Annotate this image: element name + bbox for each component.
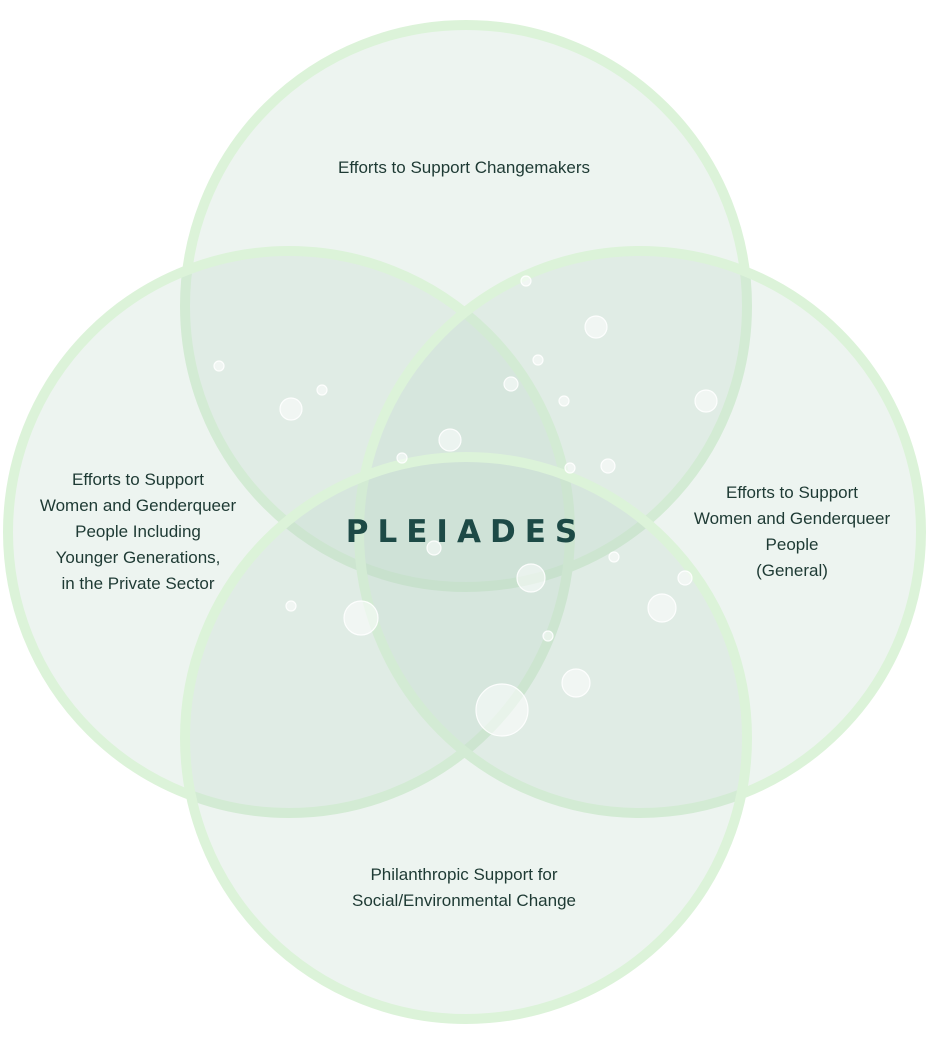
dot	[561, 668, 591, 698]
label-right-line: (General)	[756, 561, 828, 580]
decorative-dots	[213, 275, 718, 737]
dot	[564, 462, 576, 474]
dot	[694, 389, 718, 413]
dot	[558, 395, 570, 407]
dot	[285, 600, 297, 612]
label-bottom-line: Social/Environmental Change	[352, 891, 576, 910]
label-left-line: Younger Generations,	[56, 548, 221, 567]
dot	[343, 600, 379, 636]
dot	[520, 275, 532, 287]
label-right-line: Efforts to Support	[726, 483, 858, 502]
dot	[279, 397, 303, 421]
dot	[503, 376, 519, 392]
circle-right	[354, 246, 926, 818]
set-label-bottom: Philanthropic Support for Social/Environ…	[352, 865, 576, 910]
dot	[396, 452, 408, 464]
label-top-line: Efforts to Support Changemakers	[338, 158, 590, 177]
dot	[438, 428, 462, 452]
label-left-line: in the Private Sector	[61, 574, 214, 593]
dot	[475, 683, 529, 737]
label-bottom-line: Philanthropic Support for	[370, 865, 557, 884]
set-label-top: Efforts to Support Changemakers	[338, 158, 590, 177]
label-left-line: People Including	[75, 522, 201, 541]
dot	[608, 551, 620, 563]
center-title: PLEIADES	[346, 514, 586, 550]
dot	[213, 360, 225, 372]
venn-circles	[3, 20, 926, 1024]
label-right-line: Women and Genderqueer	[694, 509, 891, 528]
label-left-line: Women and Genderqueer	[40, 496, 237, 515]
circle-left	[3, 246, 575, 818]
set-label-left: Efforts to Support Women and Genderqueer…	[40, 470, 237, 593]
dot	[600, 458, 616, 474]
dot	[426, 540, 442, 556]
set-label-right: Efforts to Support Women and Genderqueer…	[694, 483, 891, 580]
dot	[542, 630, 554, 642]
label-right-line: People	[766, 535, 819, 554]
dot	[647, 593, 677, 623]
circle-bottom	[180, 452, 752, 1024]
dot	[516, 563, 546, 593]
dot	[532, 354, 544, 366]
dot	[316, 384, 328, 396]
dot	[677, 570, 693, 586]
label-left-line: Efforts to Support	[72, 470, 204, 489]
dot	[584, 315, 608, 339]
